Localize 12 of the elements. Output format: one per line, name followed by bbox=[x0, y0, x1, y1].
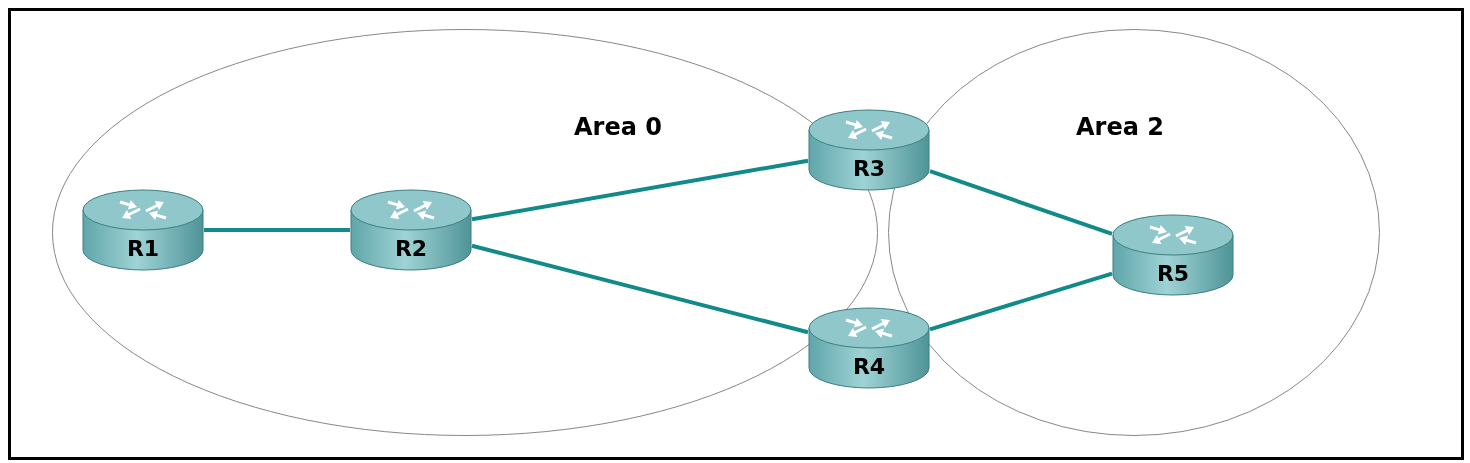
router-label: R5 bbox=[1155, 261, 1191, 286]
area-label: Area 0 bbox=[573, 113, 663, 141]
network-link bbox=[929, 271, 1113, 332]
area-label: Area 2 bbox=[1075, 113, 1165, 141]
network-link bbox=[471, 243, 809, 335]
router-label: R3 bbox=[851, 156, 887, 181]
router-label: R1 bbox=[125, 236, 161, 261]
router-label: R2 bbox=[393, 236, 429, 261]
network-link bbox=[204, 228, 350, 232]
network-link bbox=[929, 169, 1113, 236]
network-link bbox=[471, 158, 809, 222]
router-label: R4 bbox=[851, 354, 887, 379]
